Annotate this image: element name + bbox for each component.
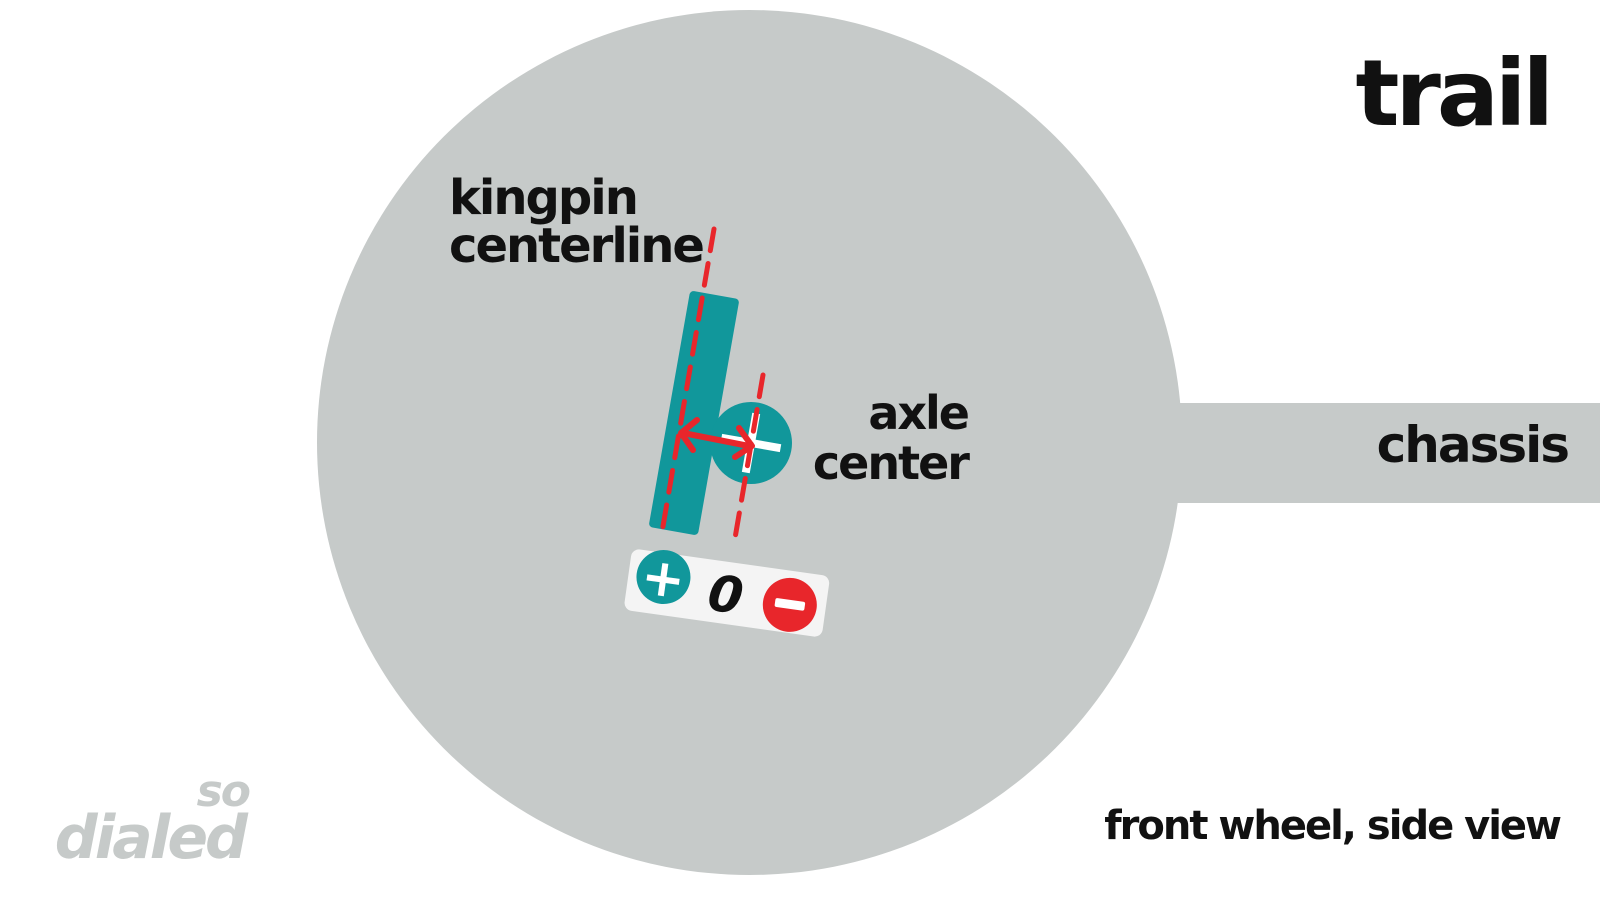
positive-symbol: +: [637, 546, 689, 611]
trail-arrow: [678, 417, 755, 460]
kingpin-centerline-label: kingpin centerline: [449, 170, 705, 274]
axle-label-line2: center: [812, 436, 970, 490]
kingpin-label-line2: centerline: [449, 218, 705, 274]
chassis-bar: [1060, 403, 1600, 503]
view-caption: front wheel, side view: [1104, 803, 1562, 849]
logo-line1: so: [196, 766, 251, 817]
negative-symbol: [774, 598, 806, 611]
axle-label-line1: axle: [868, 386, 970, 440]
diagram-title: trail: [1355, 40, 1554, 147]
kingpin-label-line1: kingpin: [449, 170, 639, 226]
so-dialed-logo: so dialed: [38, 770, 253, 875]
positive-trail-icon: [636, 550, 691, 605]
zero-trail-label: 0: [704, 564, 747, 626]
axle-center-label: axle center: [812, 386, 970, 490]
chassis-label: chassis: [1376, 416, 1570, 474]
trail-scale: + 0: [624, 546, 830, 637]
logo-line2: dialed: [54, 803, 248, 873]
kingpin-centerline: [659, 226, 717, 535]
axle-reference-line: [731, 372, 766, 547]
